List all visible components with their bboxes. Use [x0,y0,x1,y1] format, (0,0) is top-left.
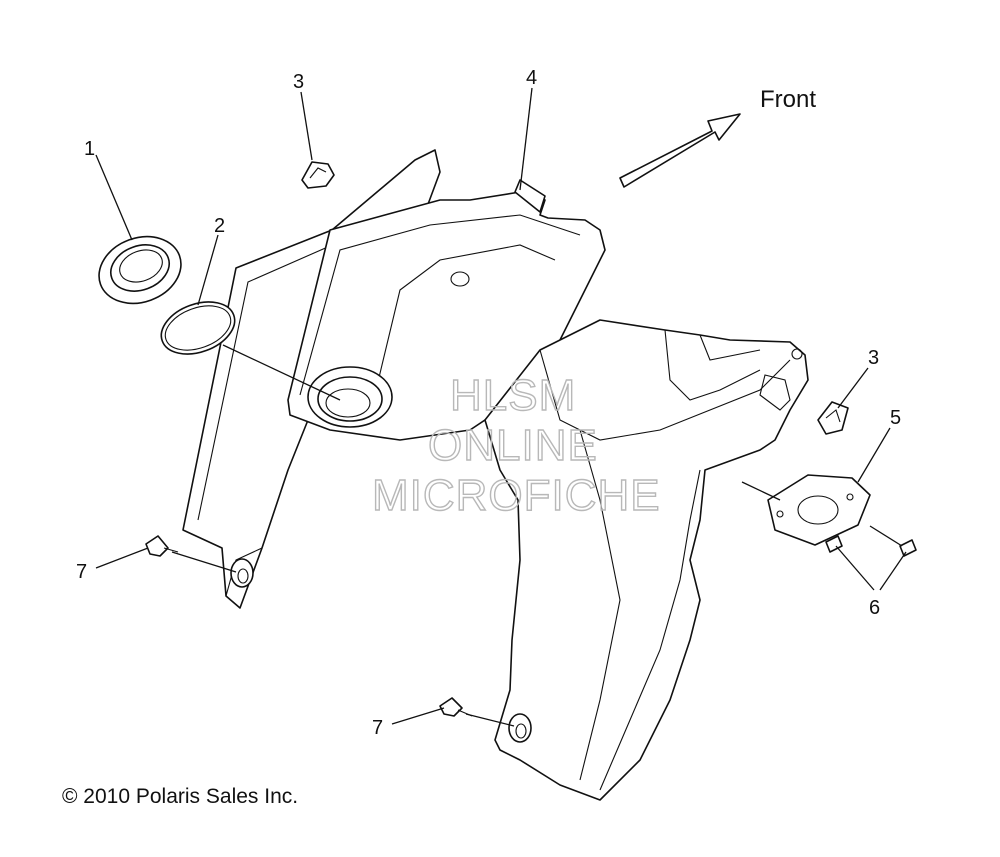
callout-3-right: 3 [868,347,879,369]
copyright-text: © 2010 Polaris Sales Inc. [62,785,299,808]
callout-2: 2 [214,215,225,237]
part-1-bezel [98,235,182,305]
part-5-cover-plate [767,474,871,546]
front-label: Front [760,86,816,113]
watermark-line-3: MICROFICHE [372,471,661,520]
watermark-line-2: ONLINE [428,421,598,470]
callout-5: 5 [890,407,901,429]
callout-7-bottom: 7 [372,717,383,739]
callout-7-left: 7 [76,561,87,583]
part-3-clip-right [817,401,849,435]
callout-3-top: 3 [293,71,304,93]
watermark-line-1: HLSM [450,371,576,420]
part-7-rivet-left [145,535,179,557]
part-3-clip-top [301,161,335,189]
part-6-screws [825,535,917,557]
leader-lines [95,87,907,727]
front-arrow-icon [619,113,741,188]
part-2-o-ring [160,301,236,355]
callout-6: 6 [869,597,880,619]
part-7-rivet-bottom [439,697,473,717]
callout-4: 4 [526,67,537,89]
console-shroud [182,149,809,801]
callout-1: 1 [84,138,95,160]
